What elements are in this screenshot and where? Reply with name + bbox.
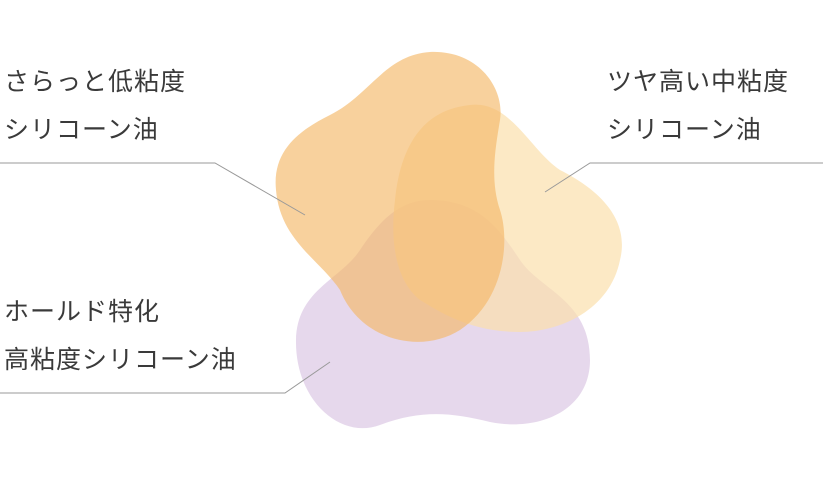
leader-line-top-right	[544, 162, 823, 193]
leader-line-bottom-left	[0, 361, 331, 394]
label-line: シリコーン油	[607, 115, 762, 144]
label-line: ホールド特化	[4, 297, 161, 326]
orange-blob	[275, 51, 505, 342]
label-line: さらっと低粘度	[4, 67, 187, 96]
label-line: ツヤ高い中粘度	[607, 67, 790, 96]
label-high-viscosity: ホールド特化 高粘度シリコーン油	[4, 288, 237, 384]
label-low-viscosity: さらっと低粘度 シリコーン油	[4, 58, 186, 154]
label-medium-viscosity: ツヤ高い中粘度 シリコーン油	[607, 58, 789, 154]
leader-line-top-left	[0, 162, 306, 216]
label-line: 高粘度シリコーン油	[4, 345, 237, 374]
label-line: シリコーン油	[4, 115, 159, 144]
